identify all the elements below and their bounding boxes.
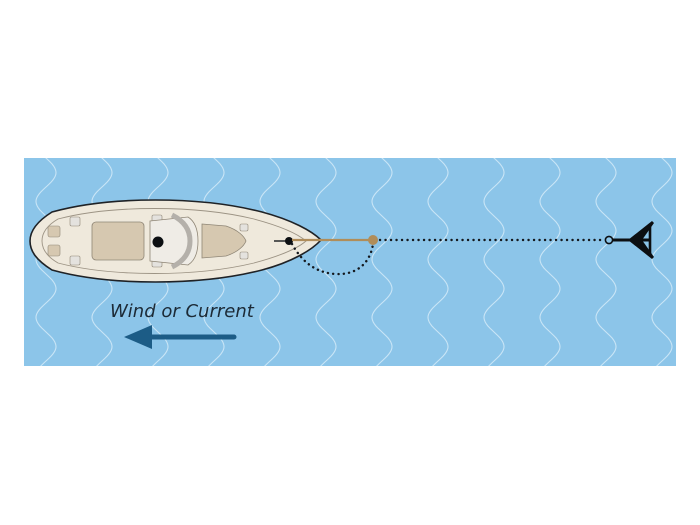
- dodger: [170, 212, 193, 270]
- left-arrow-icon: [124, 325, 237, 349]
- rode-chain-junction: [368, 235, 378, 245]
- stern-seat-top: [47, 225, 61, 238]
- anchor-fluke-top: [628, 221, 654, 240]
- fore-winch-top: [239, 223, 249, 232]
- wave-line: [483, 158, 505, 366]
- wave-line: [427, 158, 449, 366]
- wave-line: [371, 158, 393, 366]
- anchor-chain-loop: [290, 242, 375, 276]
- sailboat-top-view-icon: [29, 199, 323, 283]
- wave-line: [539, 158, 561, 366]
- wave-line: [315, 158, 337, 366]
- stern-seat-bottom: [47, 244, 61, 257]
- wave-line: [651, 158, 673, 366]
- anchor-icon: [604, 221, 654, 259]
- cockpit: [91, 221, 145, 261]
- mast: [152, 236, 164, 248]
- anchor-shackle: [604, 235, 614, 245]
- wind-current-label: Wind or Current: [110, 301, 255, 322]
- winch-bottom-left: [69, 255, 81, 266]
- arrow-head: [124, 325, 152, 349]
- fore-hatch: [201, 223, 247, 259]
- wave-line: [35, 158, 57, 366]
- winch-top-left: [69, 216, 81, 227]
- fore-winch-bottom: [239, 251, 249, 260]
- wave-line: [595, 158, 617, 366]
- deck-outline: [41, 208, 307, 274]
- anchor-fluke-bottom: [628, 240, 654, 259]
- bow-roller: [285, 237, 293, 245]
